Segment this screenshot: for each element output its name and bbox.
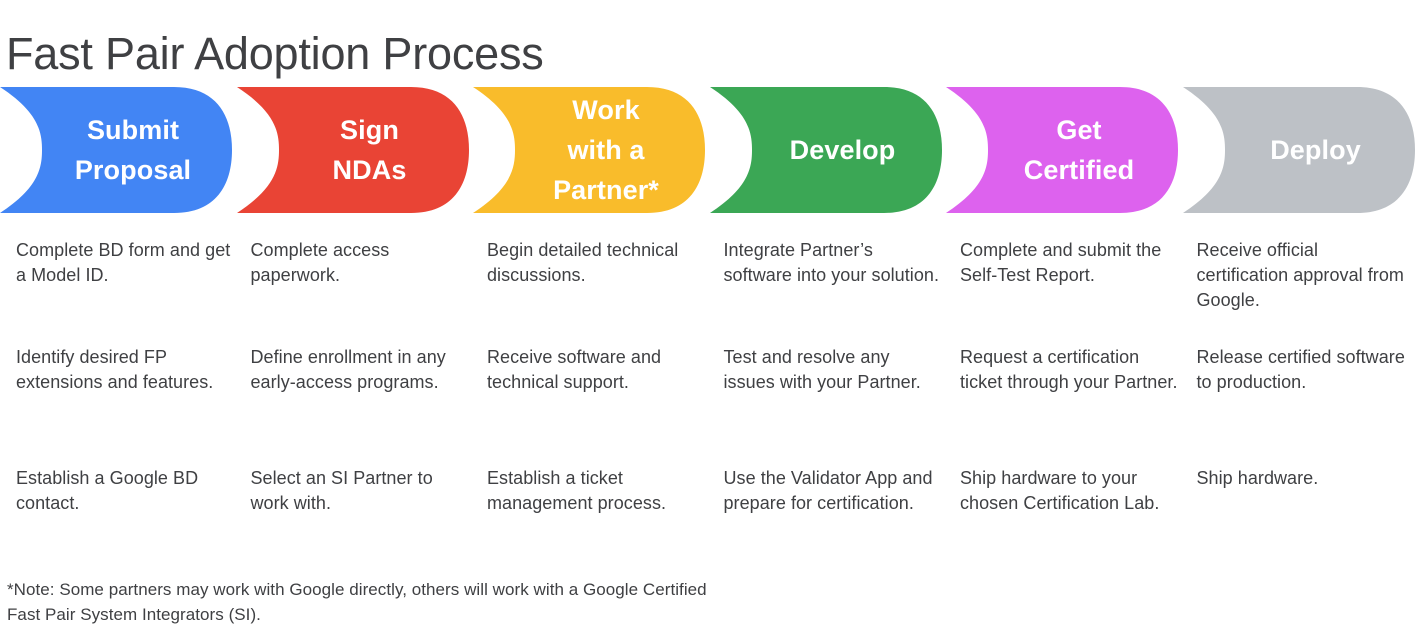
stage-bullet: Ship hardware to your chosen Certificati… [960,468,1160,513]
stage-chevron-deploy[interactable]: Deploy [1182,87,1415,213]
stage-bullet: Identify desired FP extensions and featu… [16,347,214,392]
stage-bullet: Release certified software to production… [1196,347,1405,392]
stage-bullet: Establish a Google BD contact. [16,468,199,513]
stage-bullet: Integrate Partner’s software into your s… [723,240,940,285]
stage-bullet: Begin detailed technical discussions. [487,240,679,285]
stage-bullet: Select an SI Partner to work with. [250,468,433,513]
stage-bullet: Use the Validator App and prepare for ce… [723,468,933,513]
stage-chevron-develop[interactable]: Develop [709,87,942,213]
stage-bullet: Define enrollment in any early-access pr… [250,347,446,392]
process-detail-columns: Complete BD form and get a Model ID. Iden… [0,238,1423,558]
chevron-shape [236,87,469,213]
stage-bullet: Ship hardware. [1196,468,1319,488]
chevron-shape [709,87,942,213]
chevron-shape [473,87,705,213]
stage-bullet: Receive official certification approval … [1196,240,1404,310]
stage-bullet: Complete BD form and get a Model ID. [16,240,231,285]
page-title: Fast Pair Adoption Process [6,28,544,80]
chevron-shape [0,87,232,213]
stage-bullet: Receive software and technical support. [487,347,662,392]
stage-bullet: Complete and submit the Self-Test Report… [960,240,1162,285]
stage-bullet: Test and resolve any issues with your Pa… [723,347,921,392]
stage-bullet: Establish a ticket management process. [487,468,667,513]
chevron-shape [946,87,1178,213]
chevron-shape [1182,87,1415,213]
stage-bullet: Complete access paperwork. [250,240,390,285]
footnote: *Note: Some partners may work with Googl… [7,580,707,624]
stage-bullet: Request a certification ticket through y… [960,347,1178,392]
